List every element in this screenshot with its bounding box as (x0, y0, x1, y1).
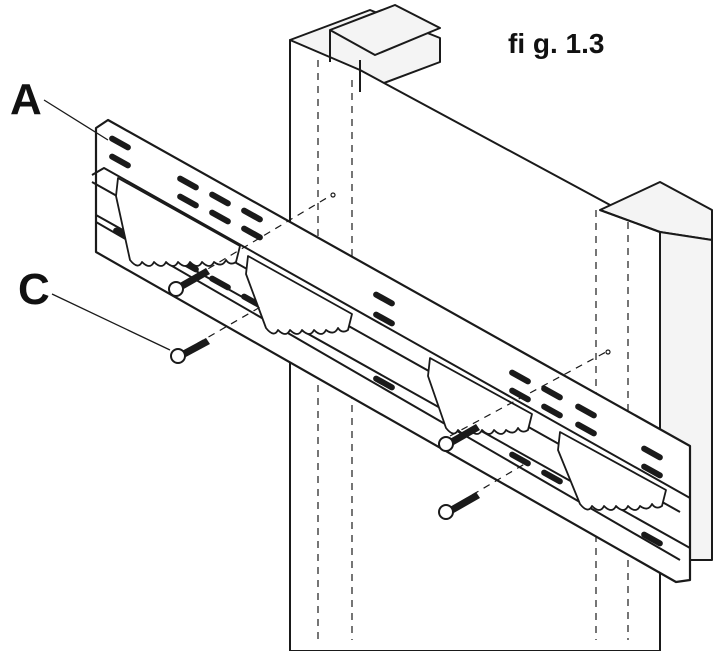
bracket-plate (91, 118, 692, 584)
screw-upper-left (168, 268, 210, 297)
screw-lower-left (170, 338, 210, 364)
screws (168, 192, 611, 520)
figure-title: fi g. 1.3 (508, 28, 605, 59)
screw-lower-right (438, 492, 480, 520)
leader-lines (43, 99, 171, 351)
screw-upper-right (438, 424, 480, 452)
part-label-c: C (18, 265, 50, 314)
hanging-hooks (115, 177, 667, 511)
part-label-a: A (10, 75, 42, 124)
